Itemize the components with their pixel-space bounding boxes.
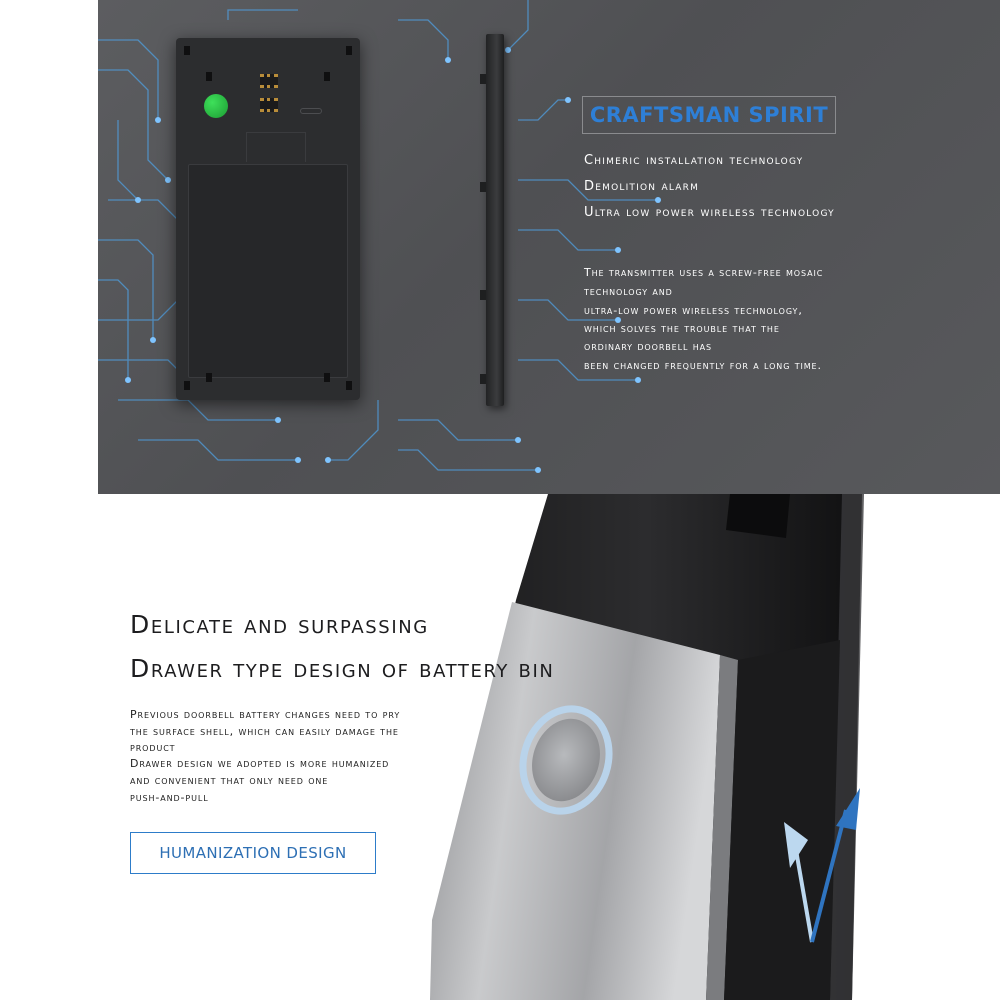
craftsman-spirit-heading: CRAFTSMAN SPIRIT — [589, 103, 829, 127]
description-line: ultra-low power wireless technology, — [584, 304, 803, 317]
feature-item: Ultra low power wireless technology — [584, 205, 835, 220]
doorbell-side-view — [480, 34, 504, 406]
screw-slot — [324, 373, 330, 382]
contact-chip — [260, 98, 278, 112]
doorbell-back-view — [176, 38, 360, 400]
doorbell-button-ring — [519, 705, 613, 815]
feature-item: Chimeric installation technology — [584, 153, 804, 168]
humanization-design-badge: HUMANIZATION DESIGN — [130, 832, 376, 874]
tray-ridge — [246, 132, 306, 162]
battery-cover — [188, 164, 348, 378]
side-notch — [480, 290, 486, 300]
humanization-design-label: HUMANIZATION DESIGN — [159, 844, 347, 862]
body-line: and convenient that only need one — [130, 774, 329, 787]
screw-slot — [184, 46, 190, 55]
push-pull-arrows — [784, 788, 860, 943]
screw-slot — [346, 46, 352, 55]
body-line: the surface shell, which can easily dama… — [130, 725, 399, 738]
body-line: Previous doorbell battery changes need t… — [130, 708, 401, 721]
screw-slot — [206, 373, 212, 382]
mic-hole — [300, 108, 322, 114]
contact-chip — [260, 74, 278, 88]
description-line: been changed frequently for a long time. — [584, 359, 822, 372]
description-line: technology and — [584, 285, 673, 298]
side-notch — [480, 182, 486, 192]
body-line: Drawer design we adopted is more humaniz… — [130, 757, 390, 770]
side-notch — [480, 374, 486, 384]
screw-slot — [206, 72, 212, 81]
screw-slot — [184, 381, 190, 390]
screw-slot — [324, 72, 330, 81]
screw-slot — [346, 381, 352, 390]
side-notch — [480, 74, 486, 84]
top-product-panel: CRAFTSMAN SPIRIT Chimeric installation t… — [98, 0, 1000, 494]
body-line: push-and-pull — [130, 791, 209, 804]
craftsman-spirit-box: CRAFTSMAN SPIRIT — [582, 96, 836, 134]
headline-drawer: Drawer type design of battery bin — [130, 654, 555, 683]
description-line: which solves the trouble that the — [584, 322, 780, 335]
feature-item: Demolition alarm — [584, 179, 700, 194]
headline-delicate: Delicate and surpassing — [130, 610, 429, 639]
body-line: product — [130, 741, 176, 754]
description-line: ordinary doorbell has — [584, 340, 712, 353]
circuit-background-decoration — [98, 0, 661, 473]
description-line: The transmitter uses a screw-free mosaic — [584, 266, 824, 279]
green-indicator — [204, 94, 228, 118]
